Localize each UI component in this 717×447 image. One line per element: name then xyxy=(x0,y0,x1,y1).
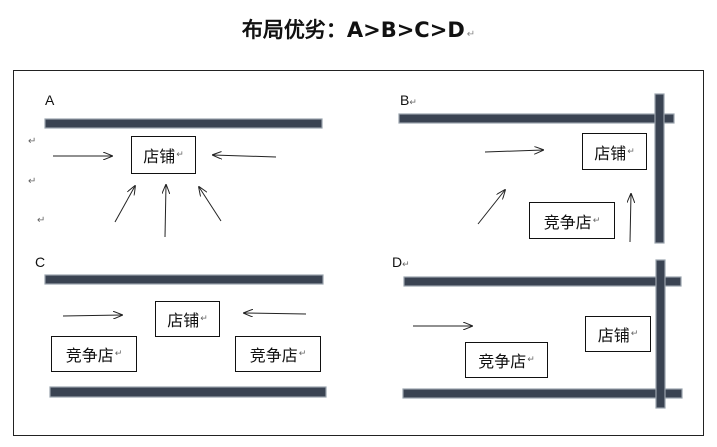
road-d-bottom xyxy=(402,388,683,399)
road-c-top xyxy=(44,274,324,285)
road-d-top xyxy=(403,276,682,287)
return-mark: ↵ xyxy=(37,215,46,226)
diagram-title-text: 布局优劣：A>B>C>D xyxy=(241,18,465,42)
road-a xyxy=(44,118,323,129)
arrow-c-left xyxy=(62,315,122,316)
arrow-b-up xyxy=(630,194,631,243)
arrow-b-diagonal xyxy=(477,190,505,225)
competitor-box-d: 竞争店↵ xyxy=(465,342,548,378)
return-mark: ↵ xyxy=(466,29,476,40)
arrow-a-right xyxy=(213,155,277,157)
road-c-bottom xyxy=(49,386,327,398)
competitor-box-c-left: 竞争店↵ xyxy=(51,336,137,372)
quadrant-label-a: A xyxy=(45,92,55,108)
arrow-a-bottom-right xyxy=(199,187,222,222)
store-box-b: 店铺↵ xyxy=(582,133,647,170)
competitor-box-b: 竞争店↵ xyxy=(529,202,615,239)
diagram-frame xyxy=(13,70,704,436)
quadrant-label-d: D↵ xyxy=(392,254,410,270)
return-mark: ↵ xyxy=(28,176,37,187)
arrow-b-top xyxy=(484,150,543,152)
competitor-box-c-right: 竞争店↵ xyxy=(235,336,321,372)
diagram-title: 布局优劣：A>B>C>D↵ xyxy=(0,14,717,44)
road-d-vertical xyxy=(655,259,666,409)
road-b-horizontal xyxy=(398,113,675,124)
arrow-a-bottom-left xyxy=(114,186,135,223)
store-box-d: 店铺↵ xyxy=(585,316,651,352)
store-box-c: 店铺↵ xyxy=(155,301,220,337)
quadrant-label-c: C xyxy=(35,254,46,270)
store-box-a: 店铺↵ xyxy=(131,136,196,174)
arrow-c-right xyxy=(244,313,307,314)
arrow-a-bottom-center xyxy=(165,185,166,238)
return-mark: ↵ xyxy=(28,136,37,147)
road-b-vertical xyxy=(654,93,665,244)
quadrant-label-b: B↵ xyxy=(400,92,417,108)
